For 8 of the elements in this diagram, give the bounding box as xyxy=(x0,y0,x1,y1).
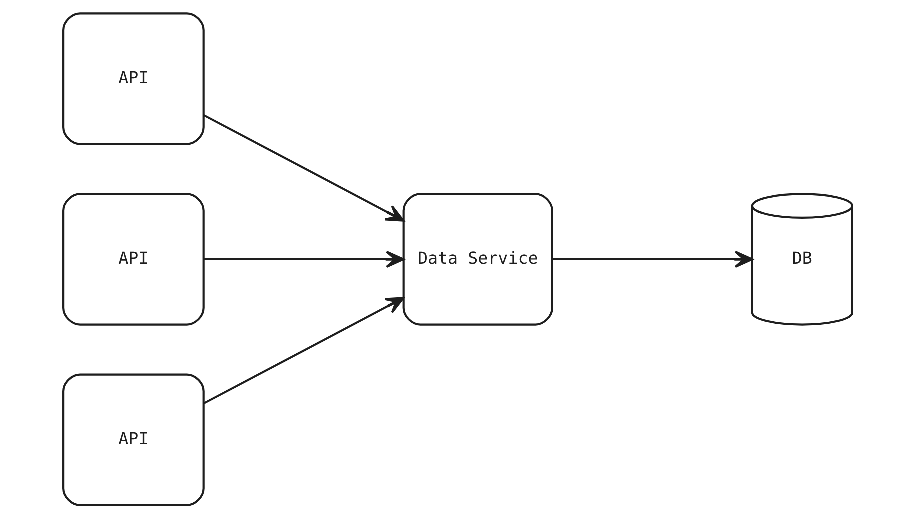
arrow xyxy=(204,250,405,268)
node-box: Data Service xyxy=(402,193,554,326)
node-box: API xyxy=(62,12,205,146)
node-box: API xyxy=(62,193,205,326)
arrow xyxy=(204,114,405,222)
arrow xyxy=(204,297,405,404)
node-box: API xyxy=(62,374,205,506)
arrow xyxy=(552,250,754,268)
